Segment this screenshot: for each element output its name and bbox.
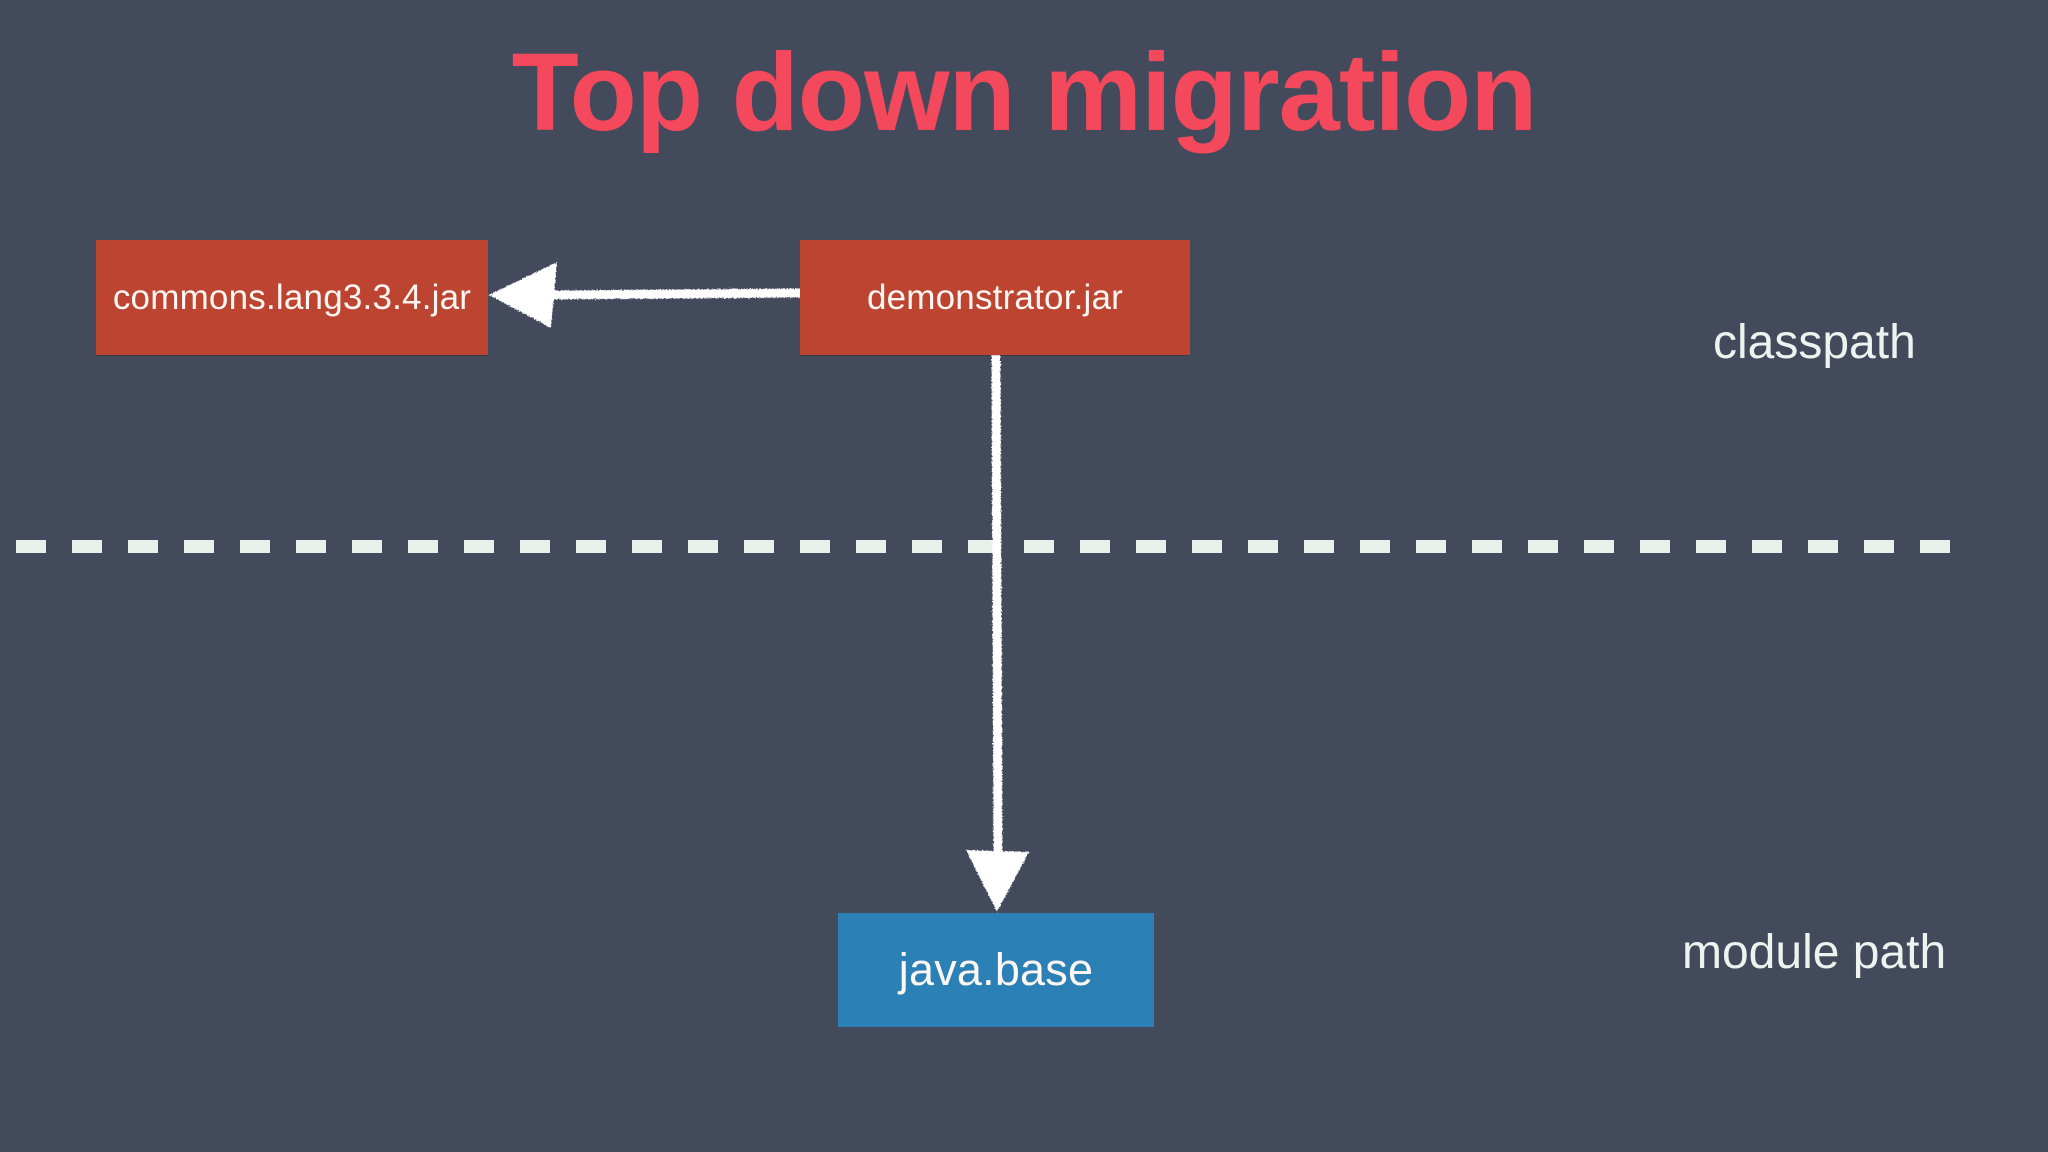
page-title: Top down migration <box>511 31 1538 154</box>
zone-label-classpath: classpath <box>1713 316 1916 369</box>
node-commons-lang-jar[interactable]: commons.lang3.3.4.jar <box>96 240 488 355</box>
zone-label-module-path: module path <box>1682 926 1947 979</box>
classpath-modulepath-divider <box>16 540 1961 553</box>
node-label: demonstrator.jar <box>866 277 1124 317</box>
node-label: java.base <box>898 944 1094 995</box>
edge-demonstrator-to-commons <box>489 262 804 328</box>
node-java-base-module[interactable]: java.base <box>838 913 1154 1027</box>
node-label: commons.lang3.3.4.jar <box>112 277 472 317</box>
edge-demonstrator-to-javabase <box>966 351 1029 912</box>
node-demonstrator-jar[interactable]: demonstrator.jar <box>800 240 1190 355</box>
